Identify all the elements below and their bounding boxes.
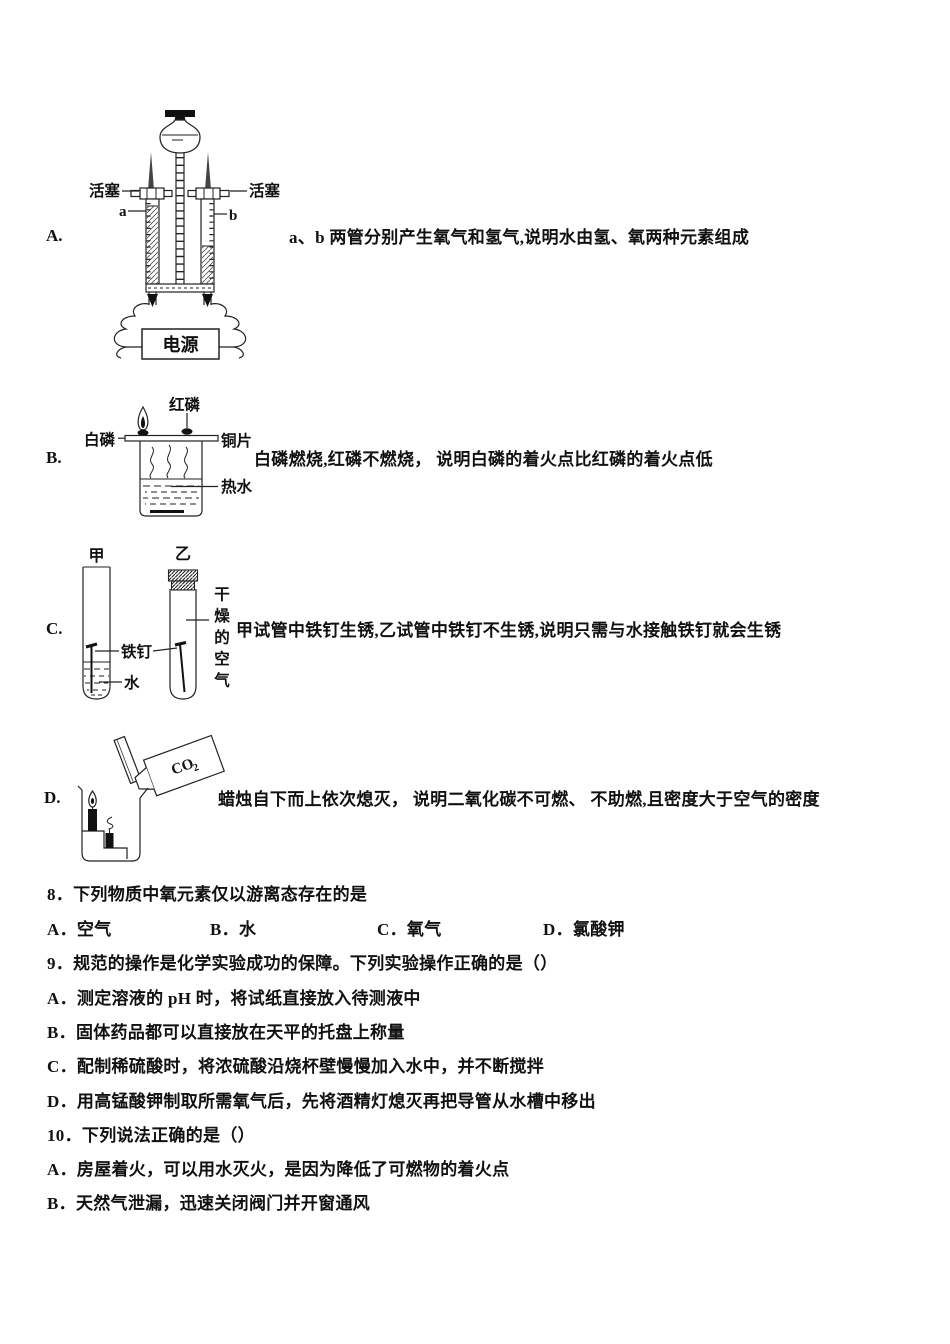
question-9-number: 9． (47, 954, 74, 973)
smoke-icon (106, 816, 114, 830)
option-9b: B．固体药品都可以直接放在天平的托盘上称量 (47, 1023, 405, 1042)
nail-yi (179, 643, 186, 693)
right-stopcock (195, 187, 221, 200)
item-a-letter: A. (46, 226, 63, 245)
funnel-bulb (159, 119, 201, 154)
item-c-text: 甲试管中铁钉生锈,乙试管中铁钉不生锈,说明只需与水接触铁钉就会生锈 (236, 621, 782, 640)
power-source-label: 电源 (163, 334, 199, 355)
short-candle (105, 833, 114, 848)
piston-label-left: 活塞 (89, 181, 121, 200)
question-10-stem: 10．下列说法正确的是（） (47, 1126, 255, 1145)
question-8-stem: 8．下列物质中氧元素仅以游离态存在的是 (47, 885, 368, 904)
question-8-number: 8． (47, 885, 74, 904)
candle-steps (82, 830, 128, 859)
beaker (139, 441, 203, 517)
tube-b-label: b (229, 208, 237, 224)
center-stem (175, 153, 185, 284)
co2-pour-diagram: CO 2 (77, 734, 226, 862)
option-9a: A．测定溶液的 pH 时，将试纸直接放入待测液中 (47, 989, 421, 1008)
question-9-stem: 9．规范的操作是化学实验成功的保障。下列实验操作正确的是（） (47, 954, 558, 973)
option-8a: A．空气 (47, 920, 112, 939)
option-8b: B．水 (210, 920, 257, 939)
copper-sheet (124, 434, 219, 442)
phosphorus-diagram: 红磷 白磷 铜片 热水 (84, 395, 253, 517)
tube-a-label: a (119, 204, 127, 220)
electrode-left (147, 294, 158, 307)
dry-air-label: 干燥的空气 (212, 586, 229, 694)
rust-diagram: 甲 乙 铁钉 水 (82, 546, 209, 700)
item-d-letter: D. (44, 788, 61, 807)
co2-subscript: 2 (192, 762, 201, 774)
water-label: 水 (124, 673, 140, 692)
item-c-letter: C. (46, 619, 63, 638)
right-stopcock-needle (205, 152, 211, 190)
option-8c: C．氧气 (377, 920, 442, 939)
red-phosphorus-label: 红磷 (169, 395, 201, 414)
option-8d: D．氯酸钾 (543, 920, 625, 939)
tube-b-liquid (202, 246, 213, 284)
tall-candle (88, 809, 97, 831)
piston-label-right: 活塞 (249, 181, 281, 200)
option-10b: B．天然气泄漏，迅速关闭阀门并开窗通风 (47, 1194, 371, 1213)
option-9c: C．配制稀硫酸时，将浓硫酸沿烧杯壁慢慢加入水中，并不断搅拌 (47, 1057, 544, 1076)
item-b-letter: B. (46, 448, 62, 467)
tube-jia-label: 甲 (88, 547, 104, 565)
nail-yi-head (174, 641, 187, 647)
rubber-stopper (167, 569, 199, 582)
hot-water-label: 热水 (221, 477, 253, 496)
item-a-text: a、b 两管分别产生氧气和氢气,说明水由氢、氧两种元素组成 (289, 228, 750, 247)
co2-bottle: CO 2 (134, 734, 226, 797)
tube-a-liquid (147, 206, 158, 284)
glass-plate (113, 735, 142, 785)
item-b-text: 白磷燃烧,红磷不燃烧， 说明白磷的着火点比红磷的着火点低 (254, 450, 713, 469)
option-9d: D．用高锰酸钾制取所需氧气后，先将酒精灯熄灭再把导管从水槽中移出 (47, 1092, 596, 1111)
option-10a: A．房屋着火，可以用水灭火，是因为降低了可燃物的着火点 (47, 1160, 510, 1179)
red-phosphorus-lump (181, 428, 193, 435)
co2-label: CO (169, 756, 196, 779)
iron-nail-label: 铁钉 (121, 642, 153, 661)
power-box (141, 328, 220, 360)
funnel-stopper (165, 110, 195, 117)
white-phosphorus-lump (137, 429, 149, 436)
copper-sheet-label: 铜片 (221, 431, 252, 450)
white-phosphorus-label: 白磷 (84, 430, 116, 449)
left-stopcock-needle (148, 152, 154, 190)
tube-yi-label: 乙 (175, 546, 191, 563)
electrolysis-diagram: 电源 活塞 活塞 a b (89, 110, 281, 360)
electrode-right (202, 294, 213, 307)
left-stopcock (139, 187, 165, 200)
question-10-number: 10． (47, 1126, 82, 1145)
item-d-text: 蜡烛自下而上依次熄灭， 说明二氧化碳不可燃、 不助燃,且密度大于空气的密度 (218, 790, 820, 809)
beaker (81, 790, 141, 862)
nail-jia-head (85, 642, 98, 649)
test-tube-yi (169, 589, 197, 700)
test-tube-jia (82, 567, 111, 700)
